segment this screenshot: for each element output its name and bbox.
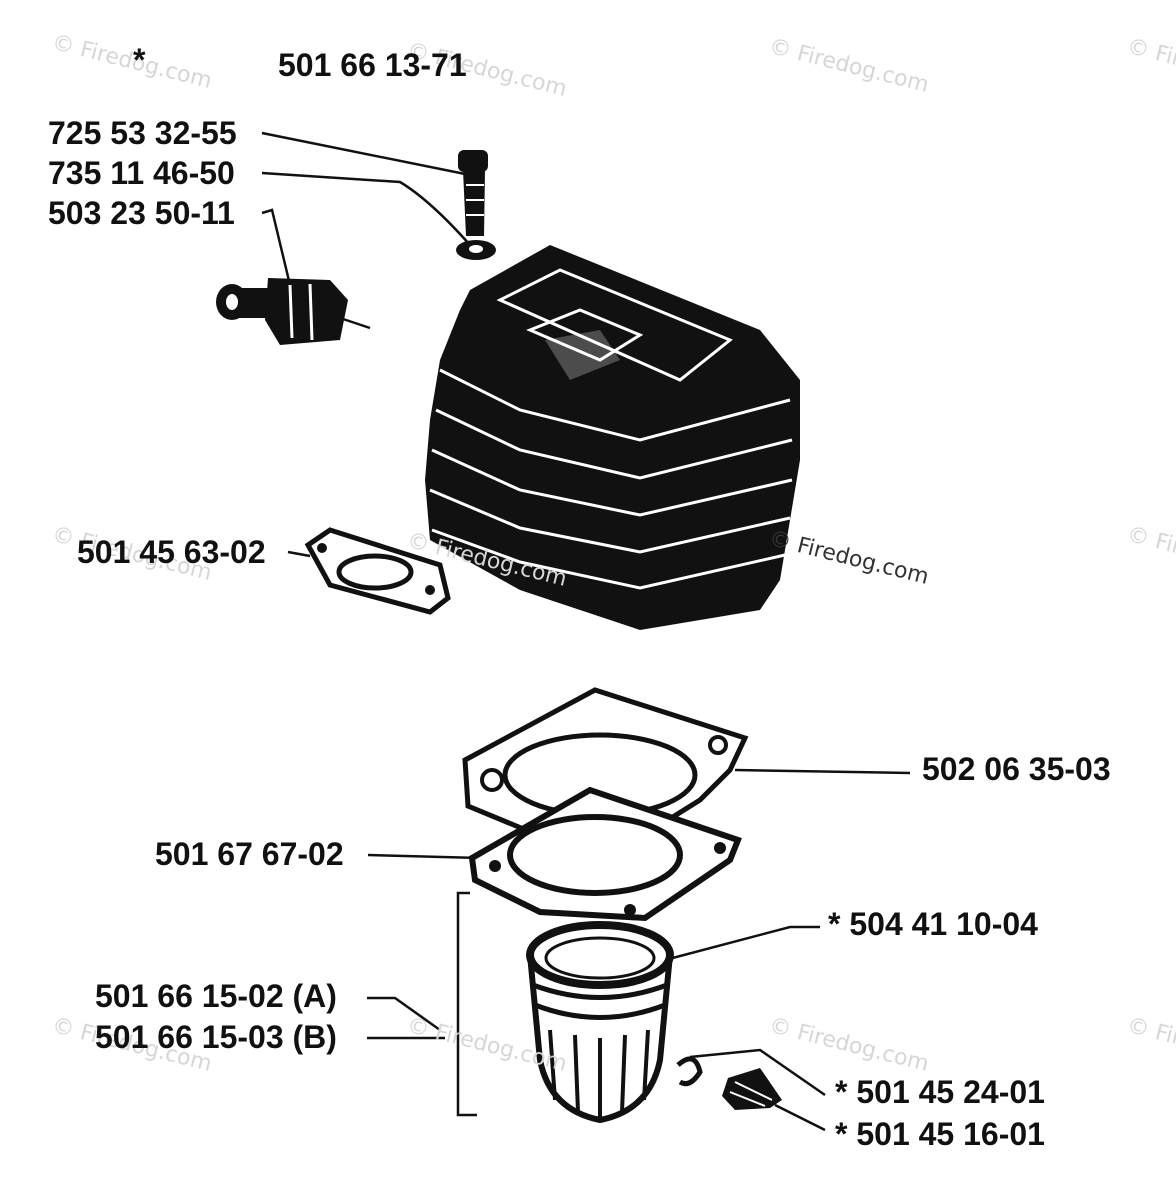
leader-screw [261, 131, 471, 177]
leader-piston-a [367, 996, 441, 1032]
circlip-part [676, 1056, 703, 1087]
screw-label: 725 53 32-55 [48, 115, 237, 151]
cylinder-part [425, 245, 800, 630]
piston-a-label: 501 66 15-02 (A) [95, 978, 337, 1014]
leader-washer [261, 171, 471, 246]
leader-cylinder-gasket [734, 768, 911, 775]
leader-circlip [689, 1048, 826, 1097]
kit-number-label: 501 66 13-71 [278, 47, 467, 83]
base-gasket-part [468, 786, 742, 922]
washer-label: 735 11 46-50 [48, 155, 235, 191]
kit-marker: * [133, 42, 146, 78]
leader-decompression-valve [261, 208, 292, 286]
circlip-label: * 501 45 24-01 [835, 1074, 1045, 1110]
piston-pin-label: * 501 45 16-01 [835, 1116, 1045, 1152]
cylinder-gasket-part [462, 687, 749, 853]
intake-gasket-part [304, 527, 451, 615]
leader-piston-ring [664, 925, 820, 962]
piston-b-label: 501 66 15-03 (B) [95, 1019, 337, 1055]
intake-gasket-label: 501 45 63-02 [77, 534, 266, 570]
piston-part [526, 921, 674, 1124]
leader-lines [261, 131, 911, 1132]
base-gasket-label: 501 67 67-02 [155, 836, 344, 872]
cylinder-gasket-label: 502 06 35-03 [922, 751, 1111, 787]
decompression-valve-part [216, 278, 348, 345]
washer-part [456, 240, 496, 260]
screw-part [458, 150, 488, 236]
leader-piston-pin [774, 1103, 826, 1132]
piston-group-bracket [456, 891, 477, 1117]
piston-pin-part [722, 1068, 782, 1110]
leader-base-gasket [367, 853, 481, 860]
leader-intake-gasket [287, 550, 311, 558]
piston-ring-label: * 504 41 10-04 [828, 906, 1038, 942]
decompression-valve-label: 503 23 50-11 [48, 195, 235, 231]
